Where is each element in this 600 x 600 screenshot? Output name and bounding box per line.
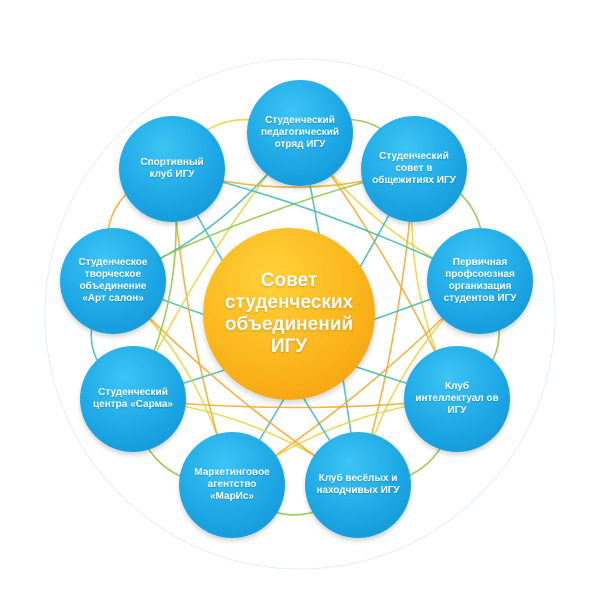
- node-profsoyuz[interactable]: Первичная профсоюзная организация студен…: [427, 228, 533, 334]
- node-sovet-obshchezhitiya[interactable]: Студенческий совет в общежитиях ИГУ: [361, 116, 467, 222]
- node-label: Студенческий педагогический отряд ИГУ: [260, 115, 340, 150]
- node-label: Маркетинговое агентство «МарИс»: [194, 467, 270, 502]
- node-label: Клуб весёлых и находчивых ИГУ: [316, 473, 400, 496]
- center-node-label: Совет студенческих объединений ИГУ: [224, 270, 354, 357]
- node-label: Клуб интеллектуал ов ИГУ: [415, 381, 499, 416]
- node-sport[interactable]: Спортивный клуб ИГУ: [119, 116, 225, 222]
- node-label: Студенческое творческое объединение «Арт…: [78, 257, 148, 304]
- node-klub-intellektualov[interactable]: Клуб интеллектуал ов ИГУ: [404, 346, 510, 452]
- node-label: Первичная профсоюзная организация студен…: [443, 257, 517, 304]
- center-node[interactable]: Совет студенческих объединений ИГУ: [203, 228, 375, 400]
- node-label: Студенческий центра «Сарма»: [93, 387, 173, 410]
- node-kvn[interactable]: Клуб весёлых и находчивых ИГУ: [305, 432, 411, 538]
- node-label: Спортивный клуб ИГУ: [140, 157, 204, 180]
- node-maris[interactable]: Маркетинговое агентство «МарИс»: [179, 432, 285, 538]
- node-pedotryad[interactable]: Студенческий педагогический отряд ИГУ: [247, 80, 353, 186]
- node-label: Студенческий совет в общежитиях ИГУ: [372, 151, 456, 186]
- node-art-salon[interactable]: Студенческое творческое объединение «Арт…: [60, 228, 166, 334]
- node-sarma[interactable]: Студенческий центра «Сарма»: [80, 346, 186, 452]
- outer-ring: [44, 58, 556, 570]
